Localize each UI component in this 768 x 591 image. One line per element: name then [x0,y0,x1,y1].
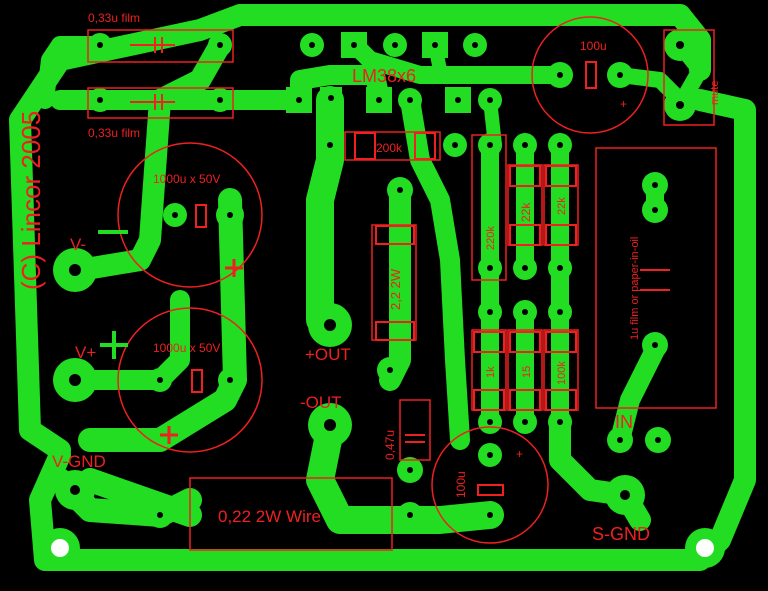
res-22k-a-label: 22k [519,202,533,222]
polarity-marks [98,230,128,359]
res-22k-b-label: 22k [556,197,568,215]
chip-label: LM38x6 [352,66,416,86]
polarity-marks-red [160,259,243,444]
mute-label: mute [709,81,721,105]
cap-1000-bottom-label: 1000u x 50V [153,341,220,355]
silkscreen-text: (C) Lincor 2005 0,33u film 0,33u film LM… [16,11,721,544]
out-minus-label: -OUT [300,393,342,412]
v-gnd-label: V-GND [52,452,106,471]
cap-film-top-label: 0,33u film [88,11,140,25]
v-minus-label: V- [70,235,86,254]
cap-047-label: 0,47u [383,430,397,460]
s-gnd-label: S-GND [592,524,650,544]
cap-100-bottom-label: 100u [454,471,468,498]
cap-1000-top-label: 1000u x 50V [153,172,220,186]
pad-holes [51,41,714,557]
silkscreen-fills [130,37,670,496]
in-label: IN [615,412,633,432]
copyright-label: (C) Lincor 2005 [16,111,46,290]
res-100k-label: 100k [556,361,568,385]
res-15-label: 15 [521,366,533,378]
cap-100-top-label: 100u [580,39,607,53]
out-plus-label: +OUT [305,345,351,364]
res-220k-label: 220k [485,226,497,250]
plus-mark-top: + [620,97,627,111]
res-2-2w-label: 2,2 2W [388,268,403,310]
cap-film-bottom-label: 0,33u film [88,126,140,140]
res-1k-label: 1k [485,366,497,378]
wire-res-label: 0,22 2W Wire [218,507,321,526]
plus-mark-bottom: + [516,447,523,461]
v-plus-label: V+ [75,343,96,362]
res-200k-label: 200k [376,141,403,155]
input-cap-label: 1u film or paper-in-oil [629,237,641,340]
